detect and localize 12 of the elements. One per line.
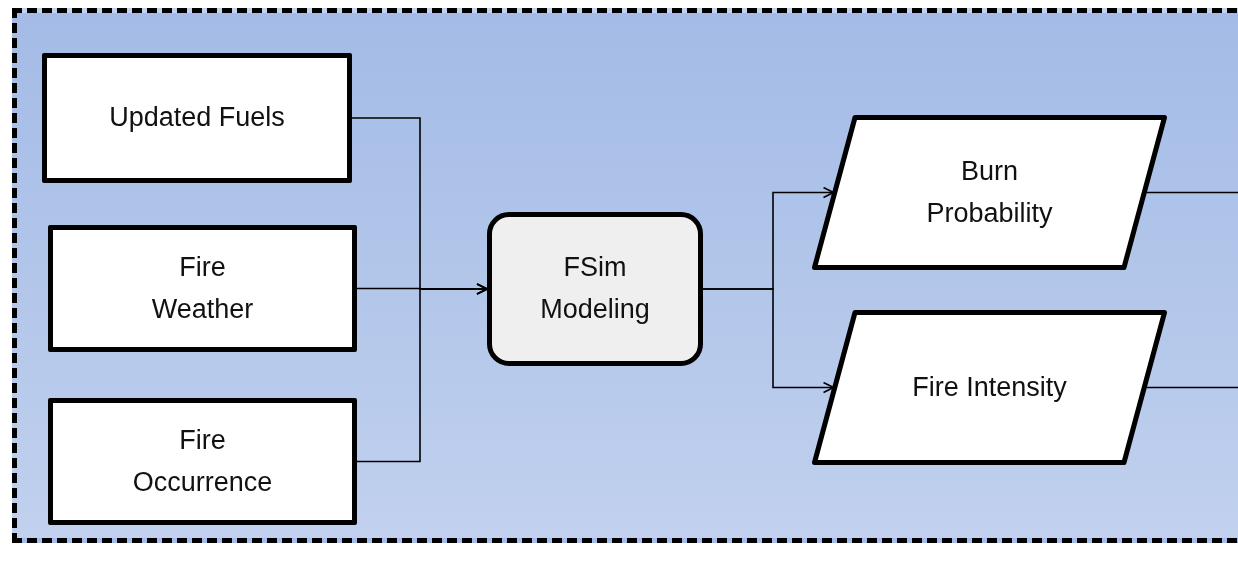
process-box [487, 212, 703, 366]
node-label: FSim Modeling [539, 251, 651, 326]
node-label: Fire Weather [150, 250, 255, 326]
input-box [42, 53, 352, 183]
node-label: Updated Fuels [109, 101, 285, 135]
connector-arrow [356, 283, 488, 463]
input-box [48, 225, 357, 352]
node-label: Burn Probability [925, 154, 1054, 230]
node-label: Fire Intensity [912, 370, 1067, 404]
input-box [48, 398, 357, 525]
node-label: Fire Occurrence [131, 423, 274, 499]
connector-arrow [702, 288, 835, 394]
